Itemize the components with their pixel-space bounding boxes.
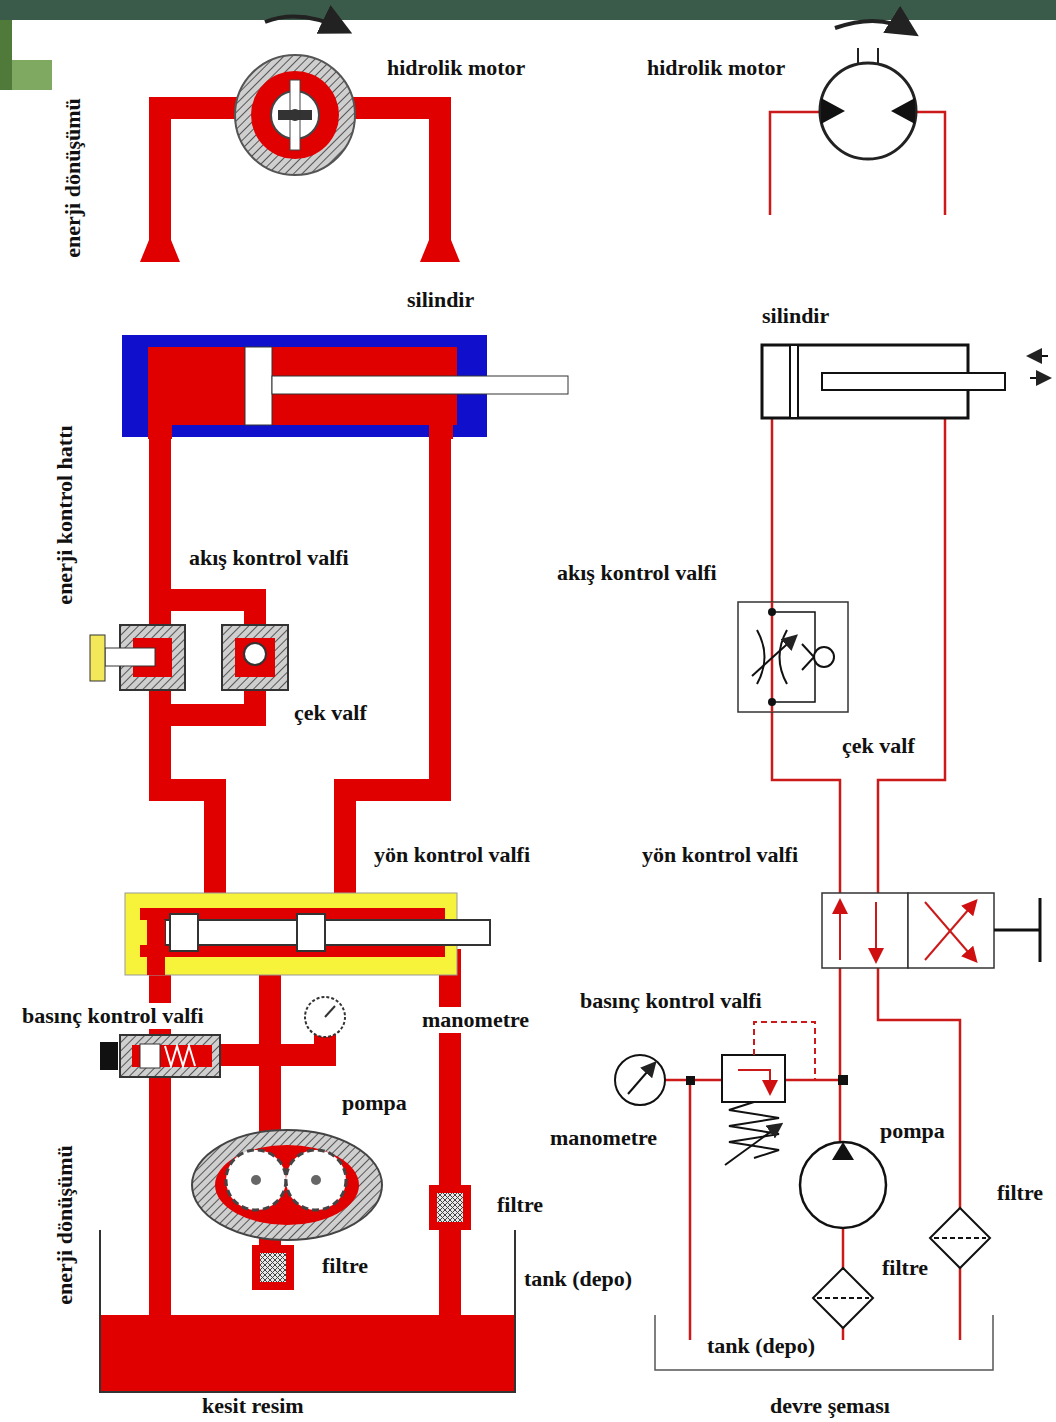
part-name: pompa [878, 1118, 947, 1144]
part-name: filtre [320, 1253, 370, 1279]
part-name: akış kontrol valfi [187, 545, 351, 571]
part-name: yön kontrol valfi [640, 842, 800, 868]
part-name: hidrolik motor [385, 55, 527, 81]
part-name: manometre [548, 1125, 659, 1151]
caption-text: kesit resim [200, 1393, 306, 1419]
part-name: tank (depo) [705, 1333, 817, 1359]
part-name: manometre [420, 1007, 531, 1033]
part-name: silindir [760, 303, 831, 329]
part-name: basınç kontrol valfi [20, 1003, 206, 1029]
part-name: yön kontrol valfi [372, 842, 532, 868]
part-name: silindir [405, 287, 476, 313]
caption-text: devre şeması [768, 1393, 892, 1419]
section-title: enerji dönüşümü [52, 1143, 78, 1307]
part-name: pompa [340, 1090, 409, 1116]
part-name: akış kontrol valfi [555, 560, 719, 586]
part-name: çek valf [292, 700, 369, 726]
part-name: tank (depo) [522, 1266, 634, 1292]
part-name: basınç kontrol valfi [578, 988, 764, 1014]
part-name: filtre [995, 1180, 1045, 1206]
part-name: filtre [880, 1255, 930, 1281]
part-name: filtre [495, 1192, 545, 1218]
section-title: enerji kontrol hattı [52, 423, 78, 606]
section-title: enerji dönüşümü [60, 96, 86, 260]
part-name: hidrolik motor [645, 55, 787, 81]
part-name: çek valf [840, 733, 917, 759]
